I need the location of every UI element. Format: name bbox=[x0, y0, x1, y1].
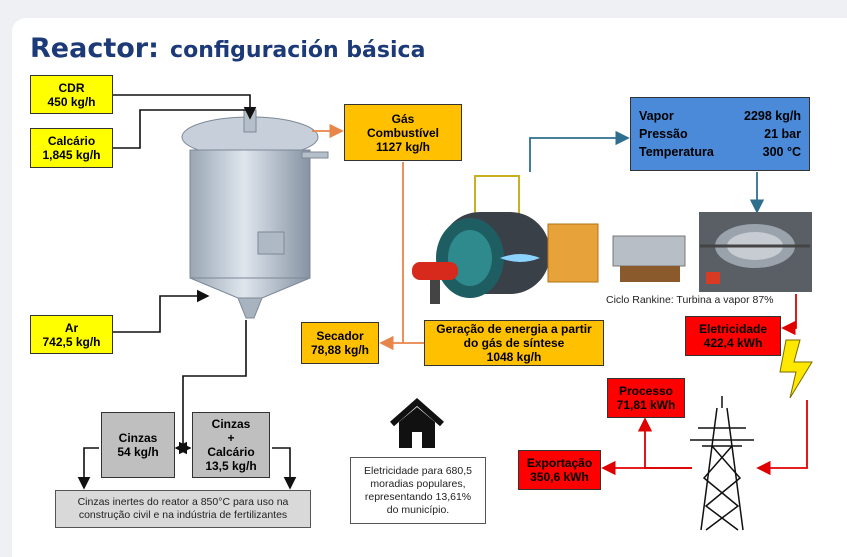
cinzas-calcario-box: Cinzas + Calcário 13,5 kg/h bbox=[192, 412, 270, 478]
eletricidade-label: Eletricidade bbox=[698, 322, 768, 336]
cinzas-calcario-line-3: Calcário bbox=[207, 445, 255, 459]
steam-turbine-icon bbox=[605, 212, 812, 292]
exportacao-label: Exportação bbox=[526, 456, 593, 470]
cinzas-box: Cinzas 54 kg/h bbox=[101, 412, 175, 478]
geracao-line-2: do gás de síntese bbox=[463, 336, 565, 350]
secador-box: Secador 78,88 kg/h bbox=[301, 322, 379, 364]
cdr-box: CDR 450 kg/h bbox=[30, 75, 113, 114]
ar-box: Ar 742,5 kg/h bbox=[30, 315, 113, 354]
ar-label: Ar bbox=[64, 320, 79, 335]
calcario-box: Calcário 1,845 kg/h bbox=[30, 128, 113, 168]
eletricidade-value: 422,4 kWh bbox=[703, 336, 763, 350]
moradias-line-3: representando 13,61% bbox=[364, 490, 472, 503]
lightning-bolt-icon bbox=[779, 339, 813, 399]
temperatura-value: 300 °C bbox=[762, 145, 801, 159]
cinzas-note-line-2: construção civil e na indústria de ferti… bbox=[78, 509, 288, 521]
vapor-label: Vapor bbox=[639, 109, 674, 123]
boiler-icon bbox=[405, 172, 605, 312]
cinzas-label: Cinzas bbox=[118, 431, 158, 445]
power-tower-icon bbox=[690, 396, 754, 531]
cdr-label: CDR bbox=[58, 80, 85, 95]
title-main: Reactor: bbox=[30, 33, 159, 64]
eletricidade-box: Eletricidade 422,4 kWh bbox=[685, 316, 781, 356]
gas-combustivel-box: Gás Combustível 1127 kg/h bbox=[344, 104, 462, 161]
vapor-row: Vapor 2298 kg/h bbox=[639, 107, 801, 125]
pressao-label: Pressão bbox=[639, 127, 688, 141]
vapor-value: 2298 kg/h bbox=[744, 109, 801, 123]
temperatura-row: Temperatura 300 °C bbox=[639, 143, 801, 161]
geracao-line-1: Geração de energia a partir bbox=[436, 322, 592, 336]
calcario-value: 1,845 kg/h bbox=[42, 148, 101, 162]
cinzas-value: 54 kg/h bbox=[117, 445, 159, 459]
geracao-value: 1048 kg/h bbox=[486, 350, 542, 364]
moradias-note: Eletricidade para 680,5 moradias popular… bbox=[350, 457, 486, 524]
calcario-label: Calcário bbox=[47, 134, 96, 148]
cinzas-note: Cinzas inertes do reator a 850°C para us… bbox=[55, 490, 311, 528]
pressao-value: 21 bar bbox=[764, 127, 801, 141]
secador-label: Secador bbox=[316, 329, 364, 343]
cdr-value: 450 kg/h bbox=[47, 94, 96, 109]
pressao-row: Pressão 21 bar bbox=[639, 125, 801, 143]
moradias-line-2: moradias populares, bbox=[370, 477, 466, 490]
gas-label-2: Combustível bbox=[366, 125, 439, 140]
title-sub: configuración básica bbox=[170, 38, 426, 63]
processo-value: 71,81 kWh bbox=[616, 398, 676, 412]
page-title: Reactor: configuración básica bbox=[30, 28, 425, 69]
moradias-line-4: do município. bbox=[386, 503, 450, 516]
geracao-box: Geração de energia a partir do gás de sí… bbox=[424, 320, 604, 366]
temperatura-label: Temperatura bbox=[639, 145, 714, 159]
processo-label: Processo bbox=[618, 384, 674, 398]
cinzas-calcario-line-1: Cinzas bbox=[211, 417, 251, 431]
exportacao-box: Exportação 350,6 kWh bbox=[518, 450, 601, 490]
cinzas-calcario-line-2: + bbox=[227, 431, 235, 445]
reactor-vessel-icon bbox=[181, 109, 329, 319]
vapor-box: Vapor 2298 kg/h Pressão 21 bar Temperatu… bbox=[630, 97, 810, 171]
moradias-line-1: Eletricidade para 680,5 bbox=[364, 464, 472, 477]
rankine-caption: Ciclo Rankine: Turbina a vapor 87% bbox=[606, 294, 774, 306]
cinzas-calcario-value: 13,5 kg/h bbox=[205, 459, 257, 473]
gas-value: 1127 kg/h bbox=[375, 139, 431, 154]
house-icon bbox=[386, 392, 448, 452]
exportacao-value: 350,6 kWh bbox=[530, 470, 589, 484]
secador-value: 78,88 kg/h bbox=[310, 343, 370, 357]
cinzas-note-line-1: Cinzas inertes do reator a 850°C para us… bbox=[77, 496, 289, 508]
gas-label-1: Gás bbox=[391, 111, 415, 126]
ar-value: 742,5 kg/h bbox=[42, 334, 101, 349]
processo-box: Processo 71,81 kWh bbox=[607, 378, 685, 418]
